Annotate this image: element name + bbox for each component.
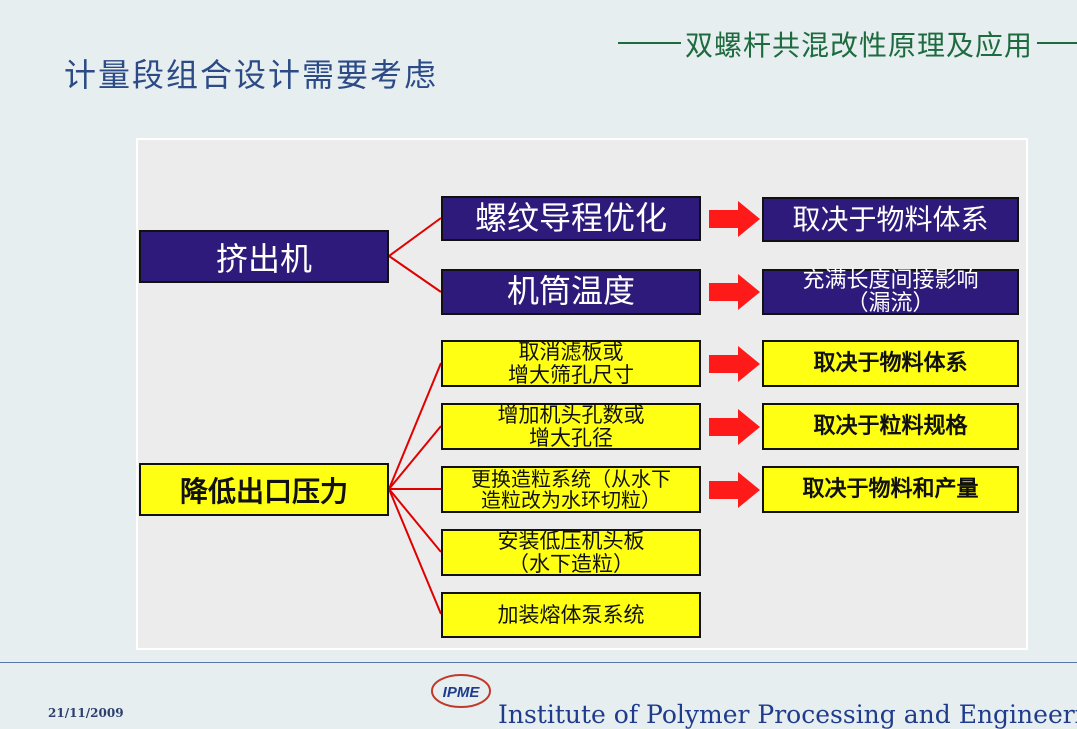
header-title: 双螺杆共混改性原理及应用: [680, 24, 1037, 64]
footer-date: 21/11/2009: [48, 706, 124, 720]
footer-divider: [0, 662, 1077, 663]
connector-line: [388, 217, 442, 257]
page-title: 计量段组合设计需要考虑: [64, 56, 439, 94]
extruder-label: 挤出机: [215, 239, 312, 278]
measure-label: 安装低压机头板 （水下造粒）: [497, 529, 645, 576]
measure-box: 加装熔体泵系统: [441, 592, 701, 638]
measure-label: 更换造粒系统（从水下 造粒改为水环切粒）: [471, 466, 671, 512]
connector-line: [388, 488, 442, 615]
measure-box: 更换造粒系统（从水下 造粒改为水环切粒）: [441, 466, 701, 513]
result-label: 充满长度间接影响 （漏流）: [802, 267, 979, 316]
result-label: 取决于物料体系: [792, 202, 989, 236]
pressure-label: 降低出口压力: [179, 474, 348, 508]
measure-box: 增加机头孔数或 增大孔径: [441, 403, 701, 450]
arrow-right-icon: [709, 346, 760, 382]
arrow-right-icon: [709, 409, 760, 445]
result-label: 取决于物料体系: [813, 350, 968, 376]
factor-box: 螺纹导程优化: [441, 196, 701, 241]
pressure-box: 降低出口压力: [139, 463, 389, 516]
connector-line: [388, 488, 442, 553]
measure-label: 加装熔体泵系统: [497, 602, 645, 627]
measure-label: 增加机头孔数或 增大孔径: [497, 403, 645, 450]
result-label: 取决于粒料规格: [813, 413, 968, 439]
result-box: 取决于物料和产量: [762, 466, 1019, 513]
ipme-logo-icon: IPME: [431, 674, 491, 708]
measure-box: 取消滤板或 增大筛孔尺寸: [441, 340, 701, 387]
arrow-right-icon: [709, 274, 760, 310]
factor-label: 机筒温度: [506, 272, 635, 311]
connector-line: [388, 362, 442, 490]
result-box: 取决于粒料规格: [762, 403, 1019, 450]
arrow-right-icon: [709, 201, 760, 237]
logo-text: IPME: [443, 684, 481, 701]
result-box: 取决于物料体系: [762, 197, 1019, 242]
factor-label: 螺纹导程优化: [474, 198, 667, 237]
measure-box: 安装低压机头板 （水下造粒）: [441, 529, 701, 576]
measure-label: 取消滤板或 增大筛孔尺寸: [508, 340, 634, 387]
footer-institute: Institute of Polymer Processing and Engi…: [498, 700, 1077, 729]
factor-box: 机筒温度: [441, 269, 701, 315]
connector-line: [388, 425, 442, 490]
result-label: 取决于物料和产量: [802, 476, 979, 502]
connector-line: [388, 255, 442, 293]
result-box: 充满长度间接影响 （漏流）: [762, 269, 1019, 315]
result-box: 取决于物料体系: [762, 340, 1019, 387]
extruder-box: 挤出机: [139, 230, 389, 283]
arrow-right-icon: [709, 472, 760, 508]
